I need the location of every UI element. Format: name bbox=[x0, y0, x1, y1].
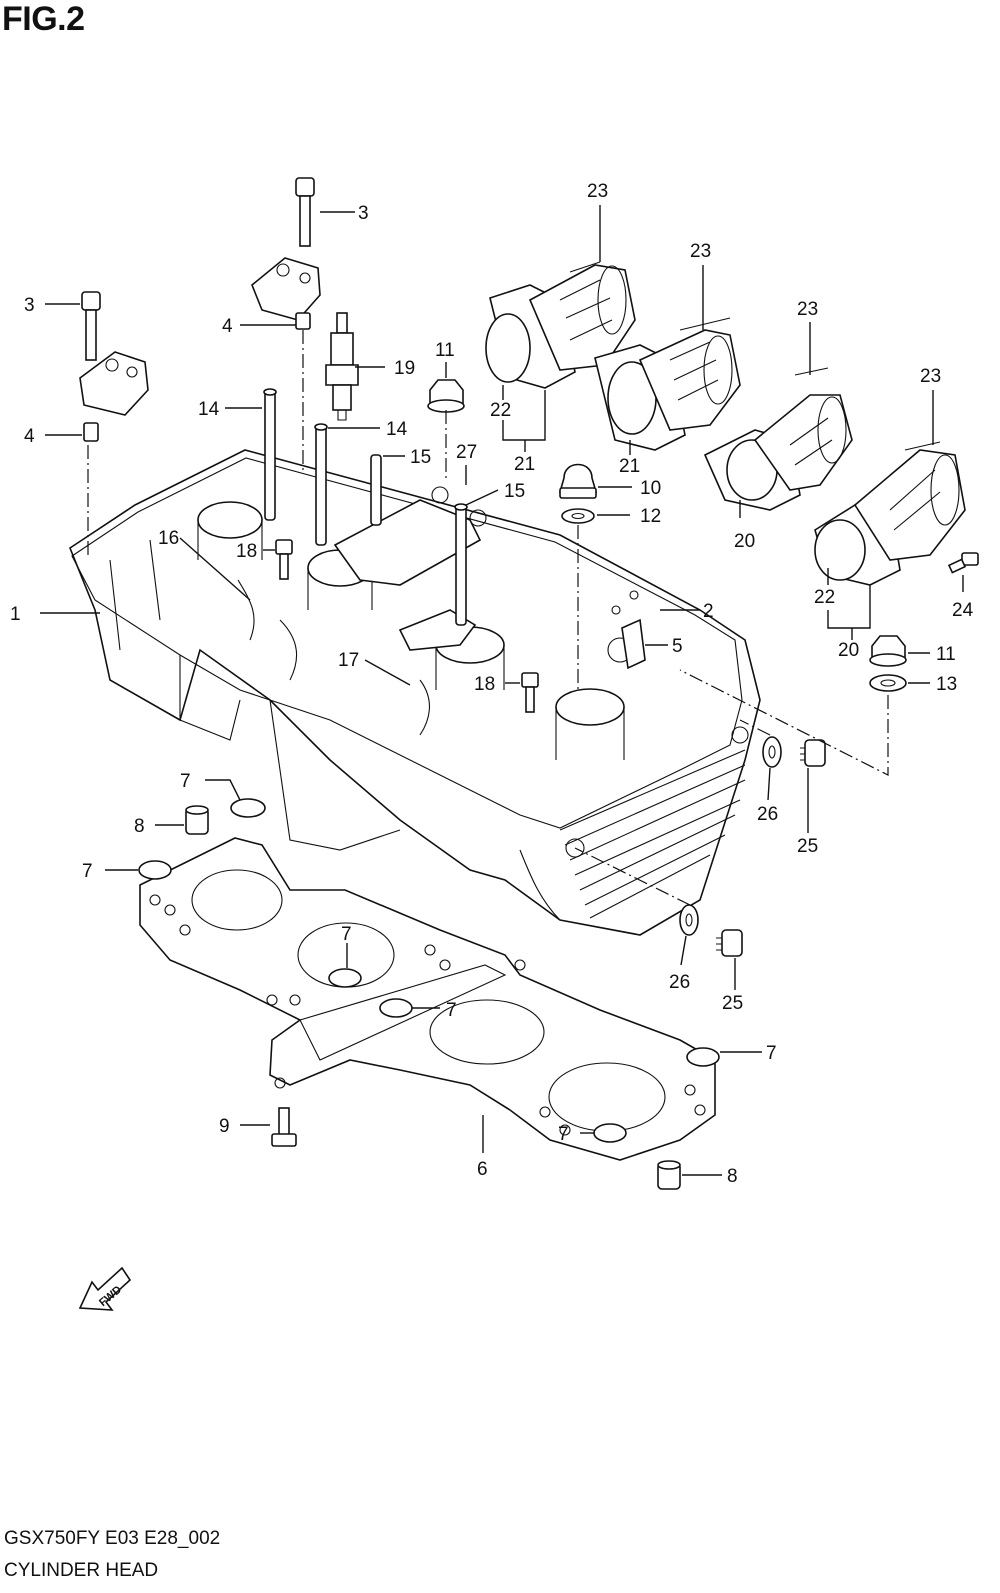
dowel-4 bbox=[83, 422, 99, 442]
intake-pipe-2 bbox=[594, 329, 741, 451]
bolt-3-lower bbox=[81, 291, 101, 361]
callout-3-lower: 3 bbox=[24, 295, 35, 316]
plug-25-upper bbox=[800, 739, 826, 767]
callout-23a: 23 bbox=[587, 181, 608, 202]
callout-leader-lines bbox=[40, 205, 964, 1176]
model-code: GSX750FY E03 E28_002 bbox=[4, 1528, 221, 1549]
callout-23d: 23 bbox=[920, 366, 941, 387]
cam-cap-lower bbox=[79, 351, 149, 416]
callout-25b: 25 bbox=[722, 993, 743, 1014]
bolt-18b bbox=[521, 672, 539, 713]
dowel-8 bbox=[185, 805, 681, 1190]
intake-pipe-1 bbox=[485, 264, 636, 389]
callout-8b: 8 bbox=[727, 1166, 738, 1187]
callout-15a: 15 bbox=[410, 447, 431, 468]
head-gasket bbox=[139, 837, 716, 1161]
stud-bolt-15b bbox=[454, 503, 468, 626]
callout-4-upper: 4 bbox=[222, 316, 233, 337]
callout-6: 6 bbox=[477, 1159, 488, 1180]
callout-16: 16 bbox=[158, 528, 179, 549]
callout-20a: 20 bbox=[734, 531, 755, 552]
callout-2: 2 bbox=[703, 601, 714, 622]
callout-14a: 14 bbox=[198, 399, 220, 420]
callout-3-upper: 3 bbox=[358, 203, 369, 224]
cap-nut-10 bbox=[558, 463, 598, 499]
callout-20b: 20 bbox=[838, 640, 859, 661]
spark-plug bbox=[325, 312, 359, 421]
callout-13: 13 bbox=[936, 674, 957, 695]
bolt-9 bbox=[271, 1107, 297, 1147]
cam-cap-upper bbox=[251, 257, 321, 330]
plug-25-lower bbox=[716, 929, 743, 957]
bolt-3-upper bbox=[295, 177, 315, 247]
figure-title: FIG.2 bbox=[2, 0, 85, 38]
washer-13 bbox=[869, 674, 907, 692]
o-ring-7 bbox=[138, 798, 720, 1143]
callout-11a: 11 bbox=[435, 340, 455, 361]
callout-18b: 18 bbox=[474, 674, 495, 695]
callout-1: 1 bbox=[10, 604, 21, 625]
nut-11-upper bbox=[427, 379, 465, 413]
callout-12: 12 bbox=[640, 506, 661, 527]
washer-26-lower bbox=[679, 904, 699, 936]
callout-7c: 7 bbox=[341, 924, 352, 945]
stud-bolt-left bbox=[263, 388, 277, 521]
intake-pipe-4 bbox=[814, 449, 966, 586]
intake-pipe-3 bbox=[703, 394, 853, 511]
callout-27: 27 bbox=[456, 442, 477, 463]
assembly-center-lines bbox=[87, 330, 889, 906]
callout-21a: 21 bbox=[514, 454, 535, 475]
callout-7e: 7 bbox=[766, 1043, 777, 1064]
stud-bolt-right bbox=[314, 423, 328, 546]
callout-7d: 7 bbox=[446, 1000, 457, 1021]
callout-14b: 14 bbox=[386, 419, 408, 440]
cylinder-head-body bbox=[69, 449, 761, 936]
callout-17: 17 bbox=[338, 650, 359, 671]
callout-18a: 18 bbox=[236, 541, 257, 562]
callout-11b: 11 bbox=[936, 644, 956, 665]
nut-11-lower bbox=[869, 635, 907, 667]
clamp-band-23 bbox=[569, 261, 941, 451]
callout-7a: 7 bbox=[180, 771, 191, 792]
callout-10: 10 bbox=[640, 478, 661, 499]
callout-4-lower: 4 bbox=[24, 426, 35, 447]
callout-7f: 7 bbox=[558, 1124, 569, 1145]
callout-15b: 15 bbox=[504, 481, 525, 502]
bolt-18a bbox=[275, 539, 293, 580]
forward-direction-icon: FWD bbox=[78, 1266, 132, 1311]
callout-22b: 22 bbox=[814, 587, 835, 608]
callout-19: 19 bbox=[394, 358, 415, 379]
callout-26a: 26 bbox=[757, 804, 778, 825]
callout-8a: 8 bbox=[134, 816, 145, 837]
callout-7b: 7 bbox=[82, 861, 93, 882]
callout-23b: 23 bbox=[690, 241, 711, 262]
stud-bolt-15a bbox=[370, 454, 382, 526]
callout-5: 5 bbox=[672, 636, 683, 657]
washer-26-upper bbox=[762, 736, 782, 768]
callout-23c: 23 bbox=[797, 299, 818, 320]
part-name: CYLINDER HEAD bbox=[4, 1560, 159, 1581]
washer-12 bbox=[561, 508, 595, 524]
callout-22a: 22 bbox=[490, 400, 511, 421]
callout-24: 24 bbox=[952, 600, 974, 621]
callout-25a: 25 bbox=[797, 836, 818, 857]
plug-5 bbox=[621, 618, 646, 670]
callout-21b: 21 bbox=[619, 456, 640, 477]
bolt-24 bbox=[947, 552, 979, 574]
callout-labels: 1 2 3 3 4 4 5 6 7 7 7 7 7 7 8 8 9 10 11 … bbox=[10, 181, 974, 1187]
callout-9: 9 bbox=[219, 1116, 230, 1137]
callout-26b: 26 bbox=[669, 972, 690, 993]
